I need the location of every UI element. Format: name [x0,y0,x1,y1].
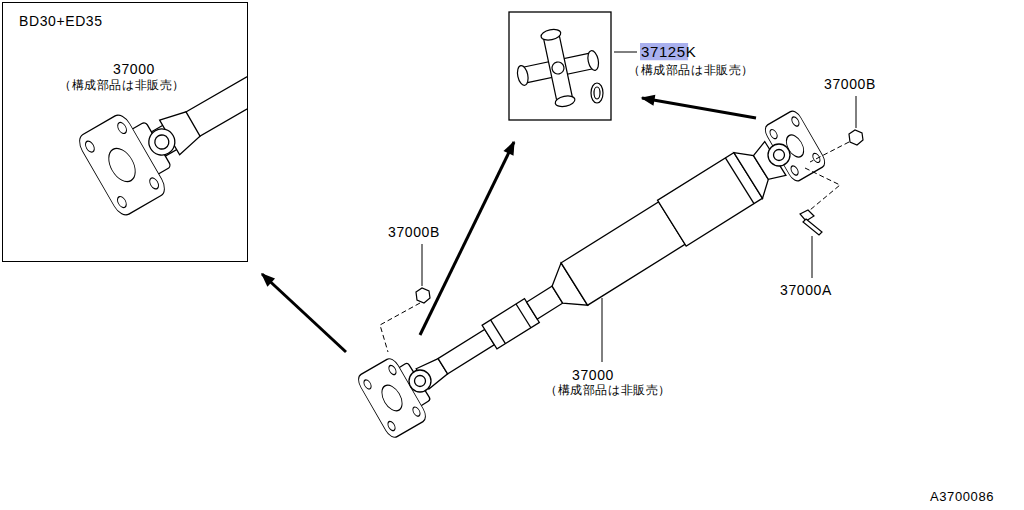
inset-flange-yoke [116,121,128,135]
leader-lines [602,298,603,362]
inset-flange-yoke [144,124,180,160]
cross-caps [409,370,431,392]
rear-flange [789,165,799,177]
inset-flange-yoke [75,12,247,218]
inset-flange-yoke [152,132,171,151]
drive-shaft [561,202,685,305]
leader-lines [422,244,423,286]
universal-joint [510,21,606,114]
universal-joint [510,21,606,114]
view-arrows [262,98,756,352]
part-number: 37000 [113,61,155,77]
assembly-dashes [380,142,849,352]
front-flange [355,356,428,440]
front-flange [386,420,396,432]
fasteners [416,288,430,303]
inset-flange-yoke [75,112,168,219]
callout-number: 37000 [572,367,614,383]
view-arrows [262,274,346,352]
part-note: （構成部品は非販売） [59,79,185,93]
front-flange [411,406,421,418]
assembly-dashes [805,168,840,210]
assembly-dashes [380,303,420,352]
assembly-dashes [810,142,849,162]
leader-lines [856,96,857,128]
leader-lines [812,236,813,278]
inset-flange-yoke [116,195,128,209]
callout-number: （構成部品は非販売） [628,64,754,78]
drive-shaft [516,304,531,328]
drive-shaft [491,320,506,344]
cross-caps [415,376,426,387]
view-arrows [642,98,756,118]
rear-flange [790,116,800,128]
cross-caps [768,144,790,166]
universal-joint [554,94,576,108]
callout-number: 37000A [780,282,832,298]
inset-flange-yoke [103,144,140,186]
front-flange [387,364,397,376]
variant-heading: BD30+ED35 [19,13,103,29]
universal-joint [516,65,530,87]
front-flange [355,356,428,440]
leader-line [614,52,637,53]
universal-joint [591,83,603,103]
fasteners [849,130,863,145]
rear-flange [768,128,778,140]
front-flange [378,382,407,415]
callout-number: （構成部品は非販売） [545,384,671,398]
drive-shaft [438,329,494,373]
inset-flange-yoke [75,112,168,219]
inset-flange-yoke [148,176,160,190]
callout-number: 37000B [388,224,440,240]
cross-caps [409,144,790,392]
ujoint-box [509,12,611,120]
universal-joint [586,50,600,72]
inset-flange-yoke [84,140,96,154]
inset-box: BD30+ED35 37000 （構成部品は非販売） [2,2,248,262]
callout-number: 37000B [824,76,876,92]
front-flange [362,379,372,391]
drive-shaft [386,136,789,416]
rear-flange [762,109,827,184]
fasteners [803,219,822,235]
universal-joint [543,33,573,103]
rear-flange [811,152,821,164]
inset-flange-yoke [132,23,247,167]
fasteners [416,130,863,303]
cross-caps [774,150,785,161]
leader-lines [422,96,856,362]
universal-joint [551,61,565,75]
universal-joint [594,87,600,99]
figure-code: A3700086 [930,490,994,505]
universal-joint [540,28,562,42]
rear-flange [762,109,827,184]
callout-number: 37125K [641,43,696,60]
